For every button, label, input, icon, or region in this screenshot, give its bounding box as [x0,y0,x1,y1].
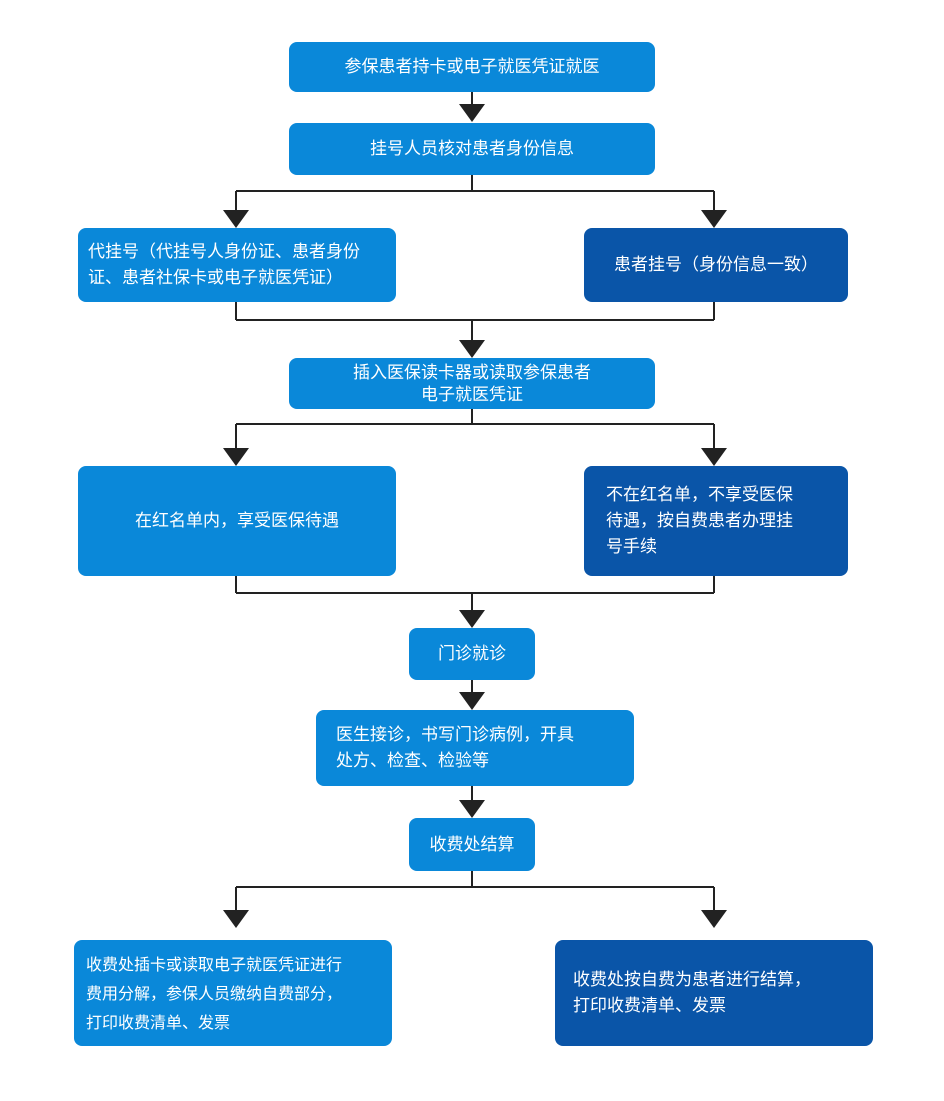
step-start: 参保患者持卡或电子就医凭证就医 [289,42,655,92]
arrowhead-in-list [223,448,249,466]
arrowhead-not-in-list [701,448,727,466]
step-cashier: 收费处结算 [409,818,535,871]
step-outpatient: 门诊就诊 [409,628,535,680]
arrowhead-cashier [459,800,485,818]
step-read-card: 插入医保读卡器或读取参保患者 电子就医凭证 [289,358,655,409]
arrowhead-doctor [459,692,485,710]
step-insured-settle: 收费处插卡或读取电子就医凭证进行 费用分解，参保人员缴纳自费部分， 打印收费清单… [74,940,392,1046]
connector-lines [235,92,715,910]
step-verify-identity: 挂号人员核对患者身份信息 [289,123,655,175]
step-self-register: 患者挂号（身份信息一致） [584,228,848,302]
arrowhead-self-register [701,210,727,228]
step-self-pay-settle: 收费处按自费为患者进行结算， 打印收费清单、发票 [555,940,873,1046]
step-not-in-red-list: 不在红名单，不享受医保 待遇，按自费患者办理挂 号手续 [584,466,848,576]
arrowhead-insured-settle [223,910,249,928]
step-doctor: 医生接诊，书写门诊病例，开具 处方、检查、检验等 [316,710,634,786]
arrowhead-read-card [459,340,485,358]
arrowhead-outpatient [459,610,485,628]
arrowhead-verify [459,104,485,122]
step-in-red-list: 在红名单内，享受医保待遇 [78,466,396,576]
arrowheads [223,104,727,928]
arrowhead-proxy-register [223,210,249,228]
arrowhead-self-pay-settle [701,910,727,928]
step-proxy-register: 代挂号（代挂号人身份证、患者身份 证、患者社保卡或电子就医凭证） [78,228,396,302]
